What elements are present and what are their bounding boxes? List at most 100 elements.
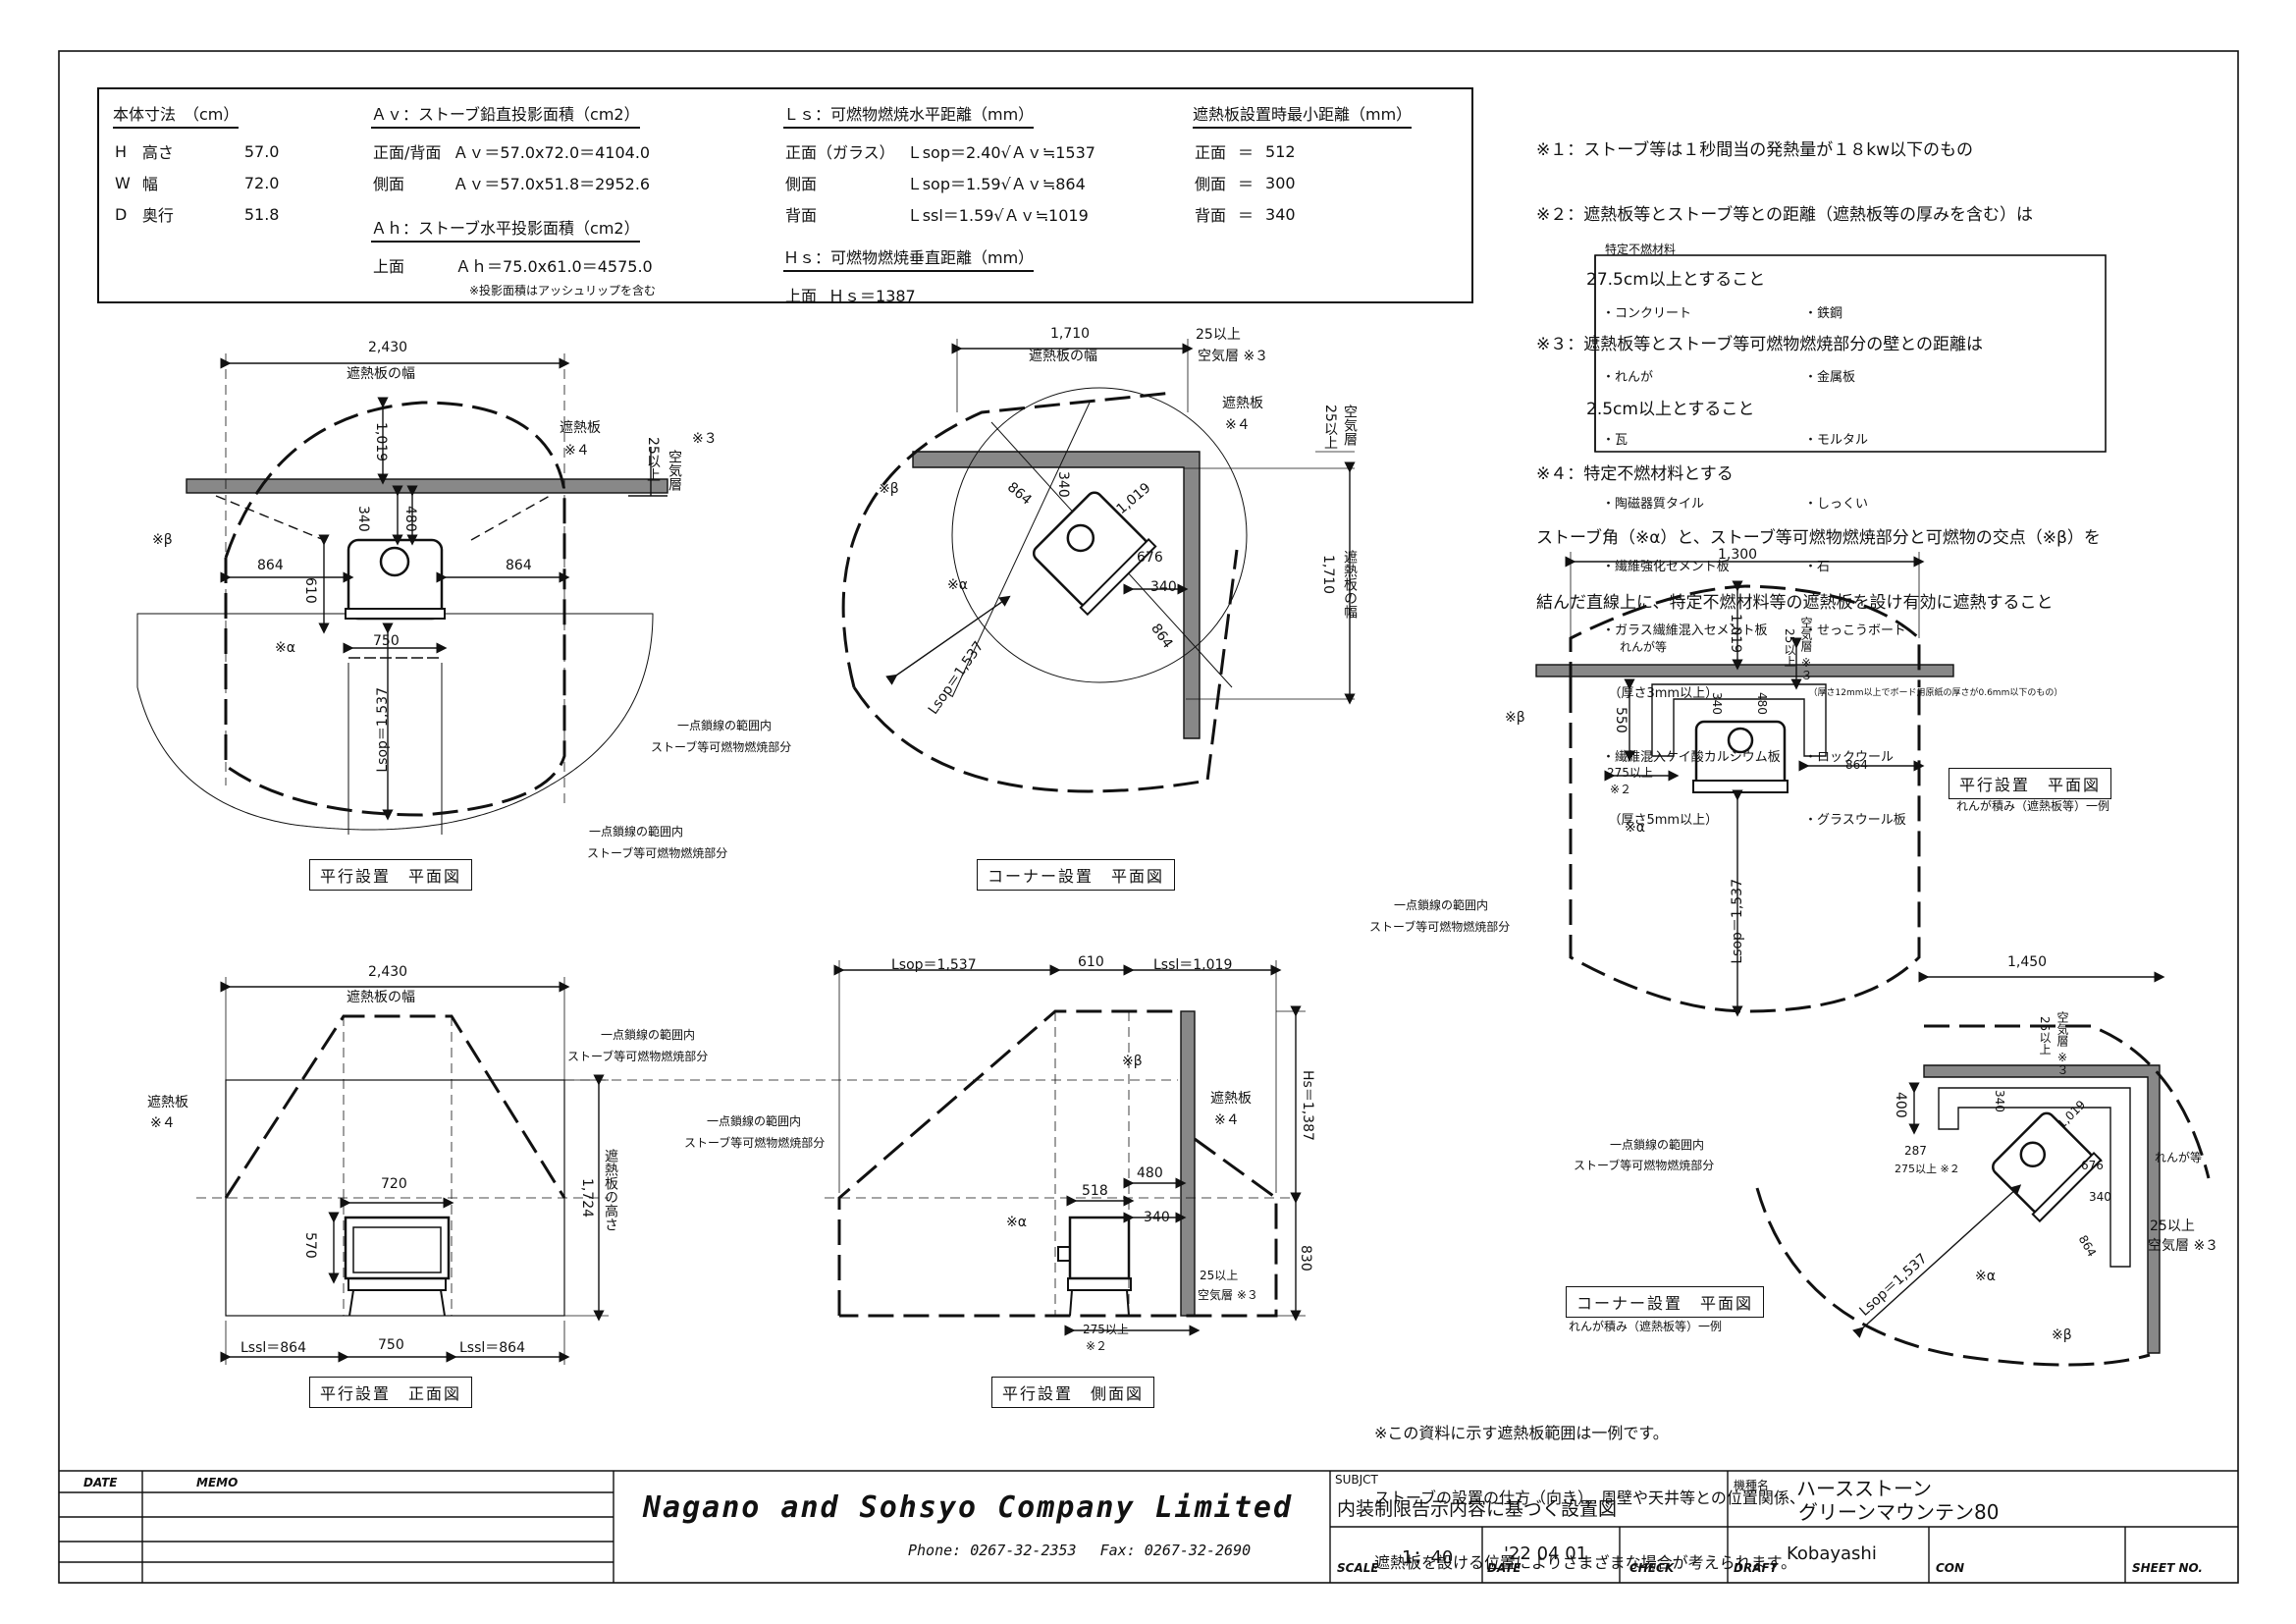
material-item: ・ガラス繊維混入セメント板 — [1602, 623, 1768, 638]
dim-label: 864 — [1845, 758, 1868, 772]
dims-title: 本体寸法 （cm） — [113, 101, 240, 129]
materials-title: 特定不燃材料 — [1605, 243, 1677, 256]
tb-sheet-header: SHEET NO. — [2132, 1561, 2203, 1575]
tb-subject: 内装制限告示内容に基づく設置図 — [1337, 1498, 1618, 1520]
dim-label: 空気層 — [1342, 405, 1358, 446]
face: 背面 — [785, 206, 818, 225]
dim-label: 25以上 — [2038, 1016, 2052, 1056]
brick-example-note: れんが積み（遮熱板等）一例 — [1956, 799, 2110, 813]
alpha-marker: ※α — [1625, 820, 1645, 836]
tb-date2-header: DATE — [1487, 1561, 1522, 1575]
dim-label: 1,710 — [1050, 326, 1091, 342]
alpha-marker: ※α — [947, 577, 968, 593]
caption-parallel-plan-brick: 平行設置 平面図 — [1949, 768, 2112, 799]
material-item: ・ロックウール — [1804, 749, 1895, 765]
table-row: 正面（ガラス）Ｌsop＝2.40√Ａｖ≒1537 — [785, 136, 1105, 166]
disclaimer-line: ※この資料に示す遮熱板範囲は一例です。 — [1374, 1424, 1669, 1442]
dim-label: 275以上 — [1083, 1323, 1129, 1336]
dim-label: ※２ — [1610, 783, 1632, 796]
parallel-plan-brick-view — [1535, 552, 1954, 1017]
range-note: ストーブ等可燃物燃焼部分 — [1574, 1159, 1715, 1172]
note-line: ※４：特定不燃材料とする — [1536, 464, 1734, 484]
material-item: ・陶磁器質タイル — [1602, 496, 1705, 512]
tb-draft: Kobayashi — [1787, 1543, 1877, 1564]
range-note: ストーブ等可燃物燃焼部分 — [684, 1136, 826, 1150]
eq: ＝ — [1238, 206, 1255, 225]
tb-date2: '22 04 01 — [1504, 1543, 1588, 1564]
dim-label: 287 — [1904, 1144, 1927, 1158]
material-item: ・モルタル — [1804, 433, 1869, 448]
face: 背面 — [1195, 206, 1227, 225]
formula: Ａｈ＝75.0x61.0＝4575.0 — [455, 257, 653, 276]
ah-note: ※投影面積はアッシュリップを含む — [469, 284, 657, 298]
tb-date-header: DATE — [83, 1476, 118, 1489]
dim-label: 遮熱板 — [560, 420, 601, 436]
formula: Ａｖ＝57.0x72.0＝4104.0 — [453, 143, 651, 162]
dim-label: 864 — [506, 558, 532, 573]
tb-scale: 1：40 — [1402, 1547, 1454, 1568]
beta-marker: ※β — [2052, 1327, 2072, 1343]
dim-label: 480 — [402, 506, 418, 532]
dim-label: ※３ — [692, 431, 718, 447]
dim-label: 275以上 ※２ — [1895, 1163, 1960, 1175]
dim-label: 340 — [1144, 1210, 1170, 1225]
note-line: ※３：遮熱板等とストーブ等可燃物燃焼部分の壁との距離は — [1536, 335, 1984, 354]
instruction-line: 結んだ直線上に、特定不燃材料等の遮熱板を設け有効に遮熱すること — [1536, 593, 2054, 613]
dim-label: ※２ — [1086, 1339, 1108, 1353]
dim-label: 340 — [1993, 1090, 2006, 1112]
dim-label: 25以上 — [1196, 327, 1241, 343]
dim-label: Lsop＝1,537 — [891, 957, 977, 973]
caption-corner-plan: コーナー設置 平面図 — [977, 859, 1176, 891]
range-note: 一点鎖線の範囲内 — [1610, 1138, 1705, 1152]
dim-label: 25以上 — [1783, 628, 1796, 668]
caption-parallel-side: 平行設置 側面図 — [991, 1377, 1155, 1408]
dim-label: 340 — [1055, 471, 1071, 498]
notes-block: ※１：ストーブ等は１秒間当の発熱量が１８kw以下のもの ※２：遮熱板等とストーブ… — [1536, 96, 2033, 507]
tb-check-header: CHECK — [1629, 1561, 1675, 1575]
range-note: ストーブ等可燃物燃焼部分 — [587, 846, 728, 860]
ah-title: Ａｈ：ストーブ水平投影面積（cm2） — [371, 215, 640, 243]
disclaimer-line: 遮熱板を設ける位置によりさまざまな場合が考えられます。 — [1374, 1553, 1797, 1572]
spec-min: 遮熱板設置時最小距離（mm） 正面＝512 側面＝300 背面＝340 — [1193, 101, 1458, 231]
material-item: ・しっくい — [1804, 496, 1869, 512]
caption-corner-plan-brick: コーナー設置 平面図 — [1566, 1286, 1765, 1318]
dim-label: Lssl＝864 — [459, 1340, 525, 1356]
dim-name: 奥行 — [141, 206, 174, 225]
dim-label: 1,019 — [1728, 614, 1743, 654]
eq: ＝ — [1238, 175, 1255, 193]
face: 正面（ガラス） — [785, 143, 895, 162]
dim-label: 空気層 — [667, 450, 682, 491]
material-item: ・金属板 — [1804, 369, 1856, 385]
material-item: ・鉄鋼 — [1804, 306, 1843, 321]
dim-label: 空気層 ※３ — [2056, 1011, 2069, 1076]
dim-value: 72.0 — [243, 173, 280, 192]
ls-title: Ｌｓ：可燃物燃焼水平距離（mm） — [783, 101, 1035, 129]
note-line: 27.5cm以上とすること — [1536, 270, 1766, 290]
dim-label: 空気層 ※３ — [1198, 349, 1269, 364]
dim-label: 1,019 — [373, 422, 389, 462]
company-name: Nagano and Sohsyo Company Limited — [643, 1490, 1294, 1525]
dim-label: 550 — [1613, 707, 1629, 733]
note-line: 2.5cm以上とすること — [1536, 400, 1755, 419]
dim-name: 高さ — [141, 143, 174, 162]
disclaimer-line: ストーブの設置の仕方（向き）、周壁や天井等との位置関係、 — [1374, 1489, 1805, 1507]
instruction-text: ストーブ角（※α）と、ストーブ等可燃物燃焼部分と可燃物の交点（※β）を 結んだ直… — [1536, 484, 2101, 635]
alpha-marker: ※α — [1975, 1269, 1996, 1284]
material-item: ・れんが — [1602, 369, 1654, 385]
face: 上面 — [785, 287, 818, 305]
spec-ls: Ｌｓ：可燃物燃焼水平距離（mm） 正面（ガラス）Ｌsop＝2.40√Ａｖ≒153… — [783, 101, 1176, 311]
dim-label: 610 — [302, 577, 318, 604]
dim-label: 遮熱板の幅 — [1029, 349, 1097, 364]
dim-label: 864 — [257, 558, 284, 573]
face: 正面/背面 — [373, 143, 442, 162]
face: 上面 — [373, 257, 405, 276]
dim-label: 480 — [1137, 1165, 1163, 1181]
dim-label: れんが等 — [2155, 1151, 2203, 1164]
brick-example-note: れんが積み（遮熱板等）一例 — [1569, 1320, 1723, 1333]
dim-label: ※４ — [564, 443, 590, 459]
table-row: 上面 Ａｈ＝75.0x61.0＝4575.0 — [373, 250, 663, 280]
